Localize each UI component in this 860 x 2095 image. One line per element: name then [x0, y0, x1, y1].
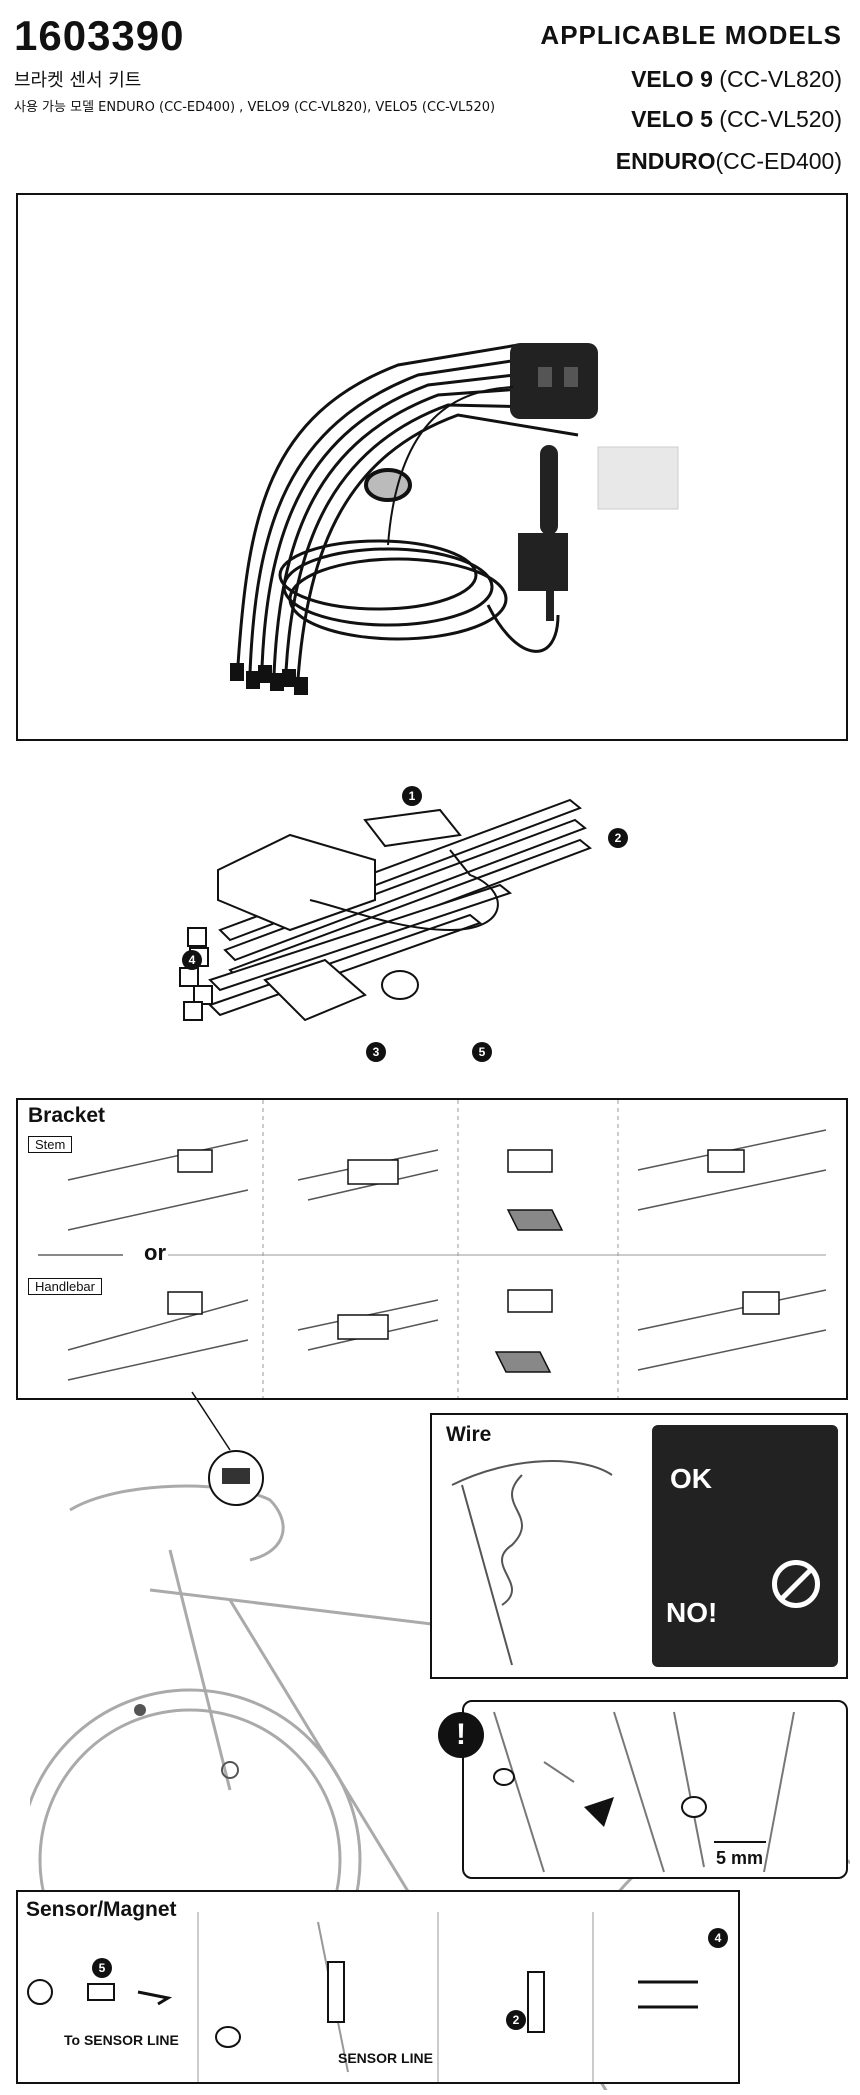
- sensor-magnet-steps-illustration: [27, 1912, 698, 2082]
- applicable-models-heading: APPLICABLE MODELS: [540, 20, 842, 50]
- arrow-icon: [638, 1980, 698, 2009]
- bracket-icon: [510, 343, 598, 419]
- sensor-icon: [518, 445, 568, 621]
- model-velo9: VELO 9 (CC-VL820): [631, 66, 842, 93]
- sensor-magnet-title: Sensor/Magnet: [26, 1898, 177, 1921]
- subtitle-korean: 사용 가능 모델 ENDURO (CC-ED400) , VELO9 (CC-V…: [14, 100, 496, 115]
- model-code: (CC-ED400): [715, 148, 842, 174]
- callout-1: 1: [402, 786, 422, 806]
- fork-sensor-icon: [221, 1761, 239, 1779]
- sensor-icon: [527, 1971, 545, 2033]
- product-photo: [16, 193, 848, 741]
- callout-3: 3: [366, 1042, 386, 1062]
- model-name: ENDURO: [615, 148, 716, 174]
- wire-route-illustration: [451, 1460, 613, 1666]
- model-enduro: ENDURO(CC-ED400): [616, 148, 842, 175]
- wire-panel: Wire OK NO!: [430, 1413, 848, 1679]
- bracket-title: Bracket: [28, 1104, 106, 1127]
- sensor-magnet-panel: Sensor/Magnet 5 2 4 To SENSOR LINE SENSO…: [16, 1890, 740, 2084]
- callout-5: 5: [92, 1958, 112, 1978]
- model-name: VELO 9: [631, 66, 713, 92]
- to-sensor-line-label: To SENSOR LINE: [64, 2032, 179, 2048]
- gap-panel: 5 mm: [462, 1700, 848, 1879]
- model-name: VELO 5: [631, 106, 713, 132]
- gap-illustration: [493, 1711, 795, 1873]
- magnet-icon: [364, 468, 412, 502]
- arrow-icon: [584, 1797, 614, 1827]
- zip-ties-icon: [236, 343, 579, 680]
- wire-icon: [309, 849, 499, 932]
- zip-tie-heads-icon: [230, 663, 308, 695]
- warning-icon: !: [438, 1712, 484, 1758]
- arrow-icon: [137, 1990, 173, 2006]
- wire-title: Wire: [446, 1423, 492, 1446]
- kit-photo-illustration: [230, 343, 679, 695]
- spoke-magnet-icon: [134, 1704, 146, 1716]
- bracket-leader-line: [191, 1391, 231, 1451]
- magnet-icon: [215, 2026, 241, 2048]
- magnet-icon: [493, 1768, 515, 1786]
- handlebar-tag: Handlebar: [28, 1278, 102, 1295]
- parts-diagram: 1 2 3 4 5: [170, 780, 690, 1080]
- adhesive-pad-icon: [597, 446, 679, 510]
- stem-tag: Stem: [28, 1136, 73, 1153]
- magnet-icon: [381, 970, 419, 1000]
- magnet-icon: [681, 1796, 707, 1818]
- ok-no-comparison: OK NO!: [652, 1425, 838, 1667]
- bracket-steps-illustration: [38, 1100, 827, 1398]
- callout-2: 2: [608, 828, 628, 848]
- model-code: (CC-VL520): [719, 106, 842, 132]
- callout-4: 4: [182, 950, 202, 970]
- bracket-panel: Bracket Stem or Handlebar: [16, 1098, 848, 1400]
- callout-4: 4: [708, 1928, 728, 1948]
- adhesive-pad-icon: [263, 958, 367, 1022]
- prohibited-icon: [772, 1560, 820, 1608]
- model-code: (CC-VL820): [719, 66, 842, 92]
- or-text: or: [144, 1240, 166, 1265]
- part-number: 1603390: [14, 12, 185, 59]
- ok-label: OK: [670, 1463, 712, 1494]
- cable-icon: [387, 386, 514, 546]
- spoke-icon: [27, 1979, 53, 2005]
- model-velo5: VELO 5 (CC-VL520): [631, 106, 842, 133]
- gap-measurement: 5 mm: [716, 1848, 764, 1868]
- bracket-zoom-circle: [208, 1450, 264, 1506]
- no-label: NO!: [666, 1597, 718, 1628]
- bracket-icon: [222, 1468, 250, 1484]
- parts-exploded-illustration: [179, 798, 592, 1022]
- sensor-icon: [363, 808, 462, 848]
- sensor-line-label: SENSOR LINE: [338, 2050, 433, 2066]
- magnet-icon: [87, 1983, 115, 2001]
- coiled-wire-icon: [278, 539, 560, 653]
- callout-5: 5: [472, 1042, 492, 1062]
- title-korean: 브라켓 센서 키트: [14, 70, 142, 91]
- callout-2: 2: [506, 2010, 526, 2030]
- sensor-icon: [327, 1961, 345, 2023]
